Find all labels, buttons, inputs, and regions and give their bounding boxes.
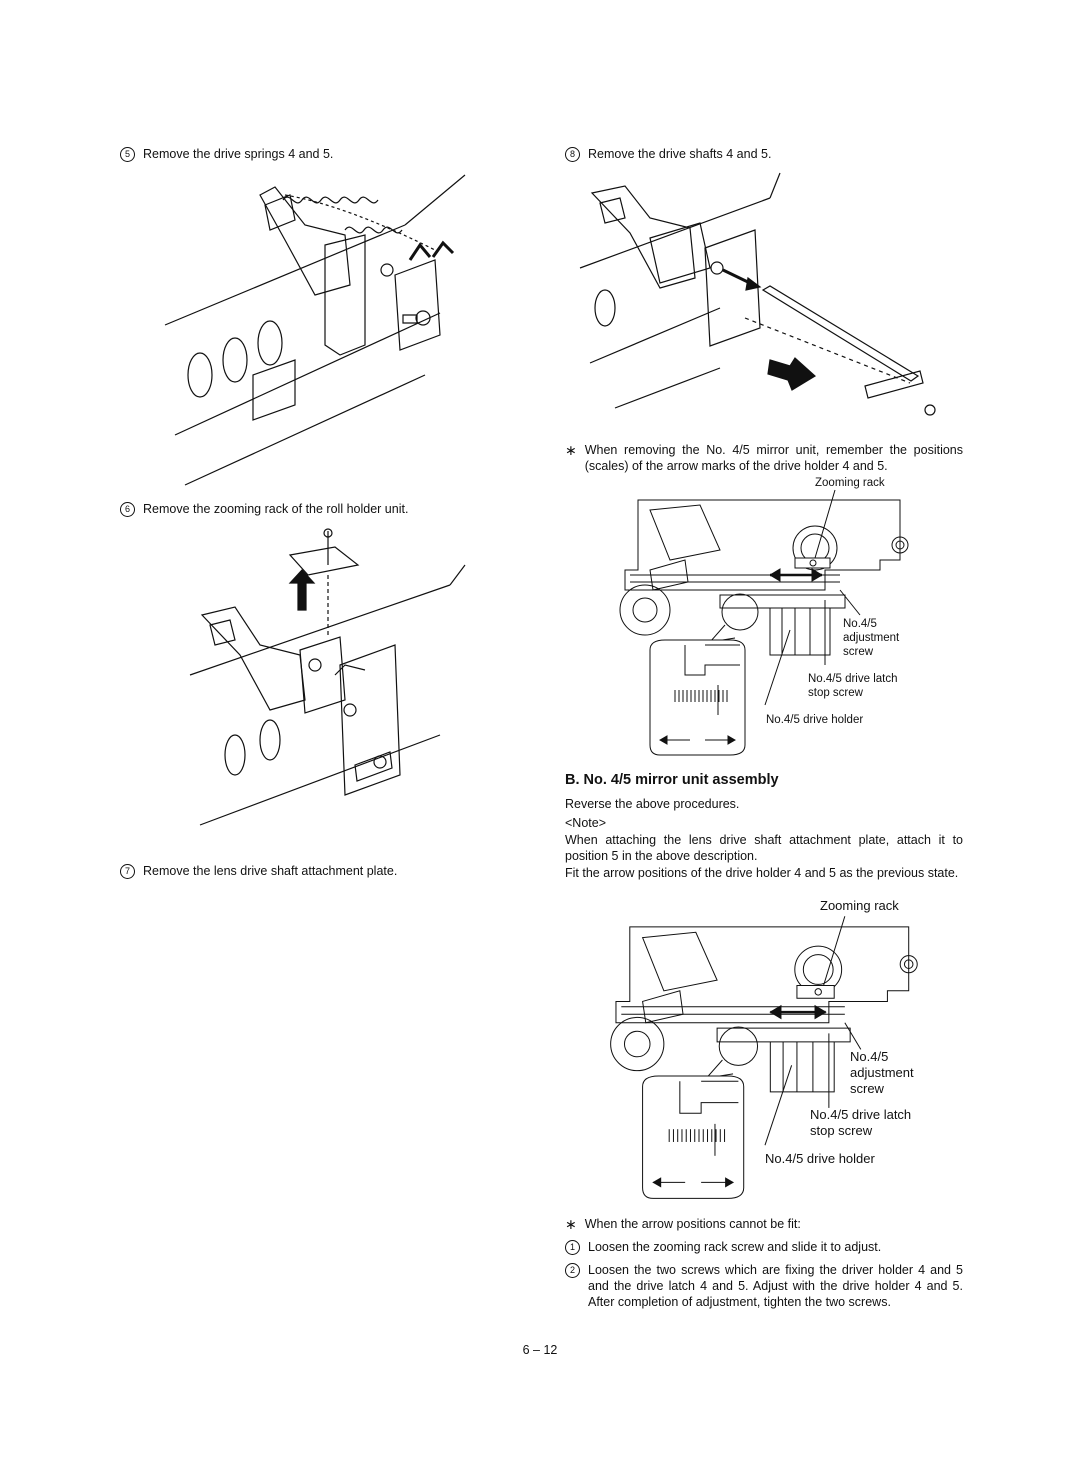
note-1-text: When removing the No. 4/5 mirror unit, r… [584, 443, 963, 473]
section-b-p2: When attaching the lens drive shaft atta… [565, 833, 963, 863]
circled-number-icon: 5 [120, 147, 135, 162]
fig2-drive-holder-label: No.4/5 drive holder [765, 1151, 875, 1166]
note-2-text: When the arrow positions cannot be fit: [584, 1217, 801, 1231]
fig1-latch-screw-label: No.4/5 drive latch stop screw [808, 673, 898, 699]
fig1-adjustment-screw-label: No.4/5 adjustment screw [843, 618, 900, 658]
section-b-p3: Fit the arrow positions of the drive hol… [565, 866, 959, 880]
zooming-rack-detail-figure-1 [610, 490, 920, 760]
step-8-text: Remove the drive shafts 4 and 5. [588, 147, 772, 161]
step-5: 5 Remove the drive springs 4 and 5. [120, 146, 333, 162]
fit-step-1: 1 Loosen the zooming rack screw and slid… [565, 1239, 963, 1255]
zooming-rack-illustration [180, 525, 470, 840]
section-b-heading: B. No. 4/5 mirror unit assembly [565, 772, 779, 788]
step-6-text: Remove the zooming rack of the roll hold… [143, 502, 409, 516]
note-arrow-positions: ∗ When the arrow positions cannot be fit… [565, 1216, 801, 1232]
fig2-zooming-rack-label: Zooming rack [820, 898, 899, 913]
fig1-drive-holder-label: No.4/5 drive holder [766, 714, 864, 726]
circled-number-icon: 1 [565, 1240, 580, 1255]
circled-number-icon: 2 [565, 1263, 580, 1278]
page-number: 6 – 12 [522, 1343, 558, 1357]
zooming-rack-detail-figure-2 [600, 915, 930, 1205]
fig2-adjustment-screw-label: No.4/5 adjustment screw [850, 1049, 914, 1096]
section-b-p1: Reverse the above procedures. [565, 797, 740, 811]
circled-number-icon: 8 [565, 147, 580, 162]
step-7: 7 Remove the lens drive shaft attachment… [120, 863, 397, 879]
asterisk-icon: ∗ [565, 1216, 577, 1232]
fit-step-2-text: Loosen the two screws which are fixing t… [588, 1263, 963, 1309]
drive-springs-illustration [165, 165, 475, 485]
step-5-text: Remove the drive springs 4 and 5. [143, 147, 334, 161]
fig1-zooming-rack-label: Zooming rack [815, 477, 885, 489]
step-8: 8 Remove the drive shafts 4 and 5. [565, 146, 771, 162]
fit-step-1-text: Loosen the zooming rack screw and slide … [588, 1240, 882, 1254]
asterisk-icon: ∗ [565, 442, 577, 458]
note-removing-mirror-unit: ∗ When removing the No. 4/5 mirror unit,… [565, 442, 963, 474]
fig2-latch-screw-label: No.4/5 drive latch stop screw [810, 1107, 912, 1138]
circled-number-icon: 6 [120, 502, 135, 517]
fit-step-2: 2 Loosen the two screws which are fixing… [565, 1262, 963, 1310]
drive-shaft-illustration [580, 168, 950, 418]
section-b-note-tag: <Note> [565, 816, 607, 830]
circled-number-icon: 7 [120, 864, 135, 879]
step-6: 6 Remove the zooming rack of the roll ho… [120, 501, 408, 517]
step-7-text: Remove the lens drive shaft attachment p… [143, 864, 398, 878]
